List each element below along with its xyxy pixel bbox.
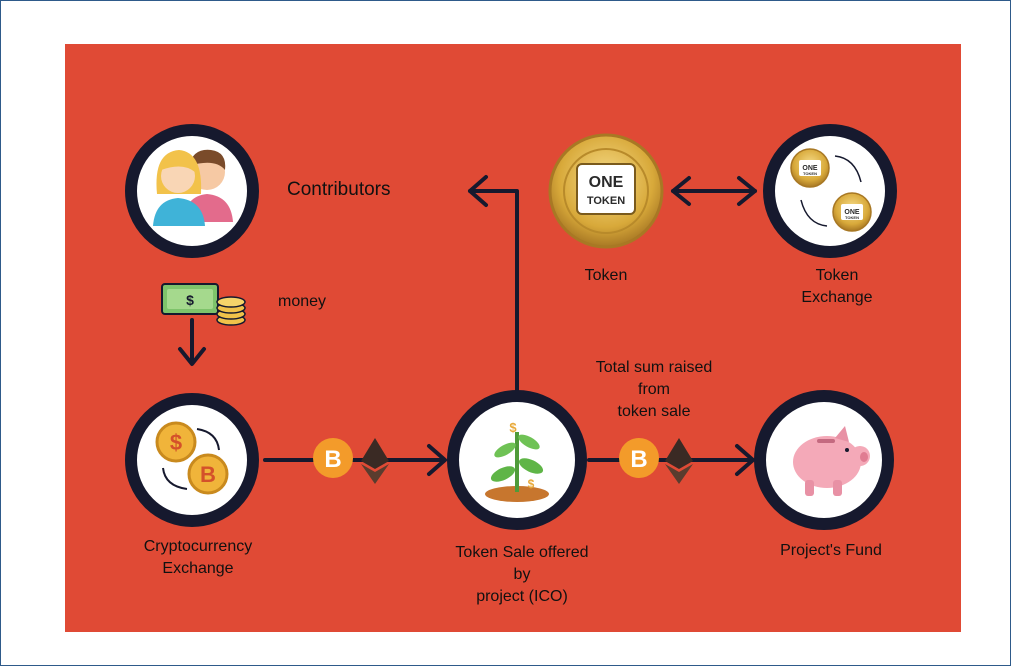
ico-diagram: $ $ B B	[65, 44, 961, 632]
arrow-crypto-to-sale-head	[427, 444, 447, 476]
ethereum-icon	[665, 438, 693, 484]
mini-coin-b-line1: ONE	[844, 209, 860, 216]
svg-text:B: B	[630, 446, 647, 473]
token-sale-node: $ $	[447, 390, 587, 530]
piggy-bank-icon	[793, 426, 870, 496]
svg-text:B: B	[200, 462, 216, 487]
contributors-node	[125, 124, 259, 258]
coin-exchange-icon: ONE TOKEN ONE TOKEN	[790, 148, 872, 232]
ethereum-icon	[361, 438, 389, 484]
contributors-label: Contributors	[287, 179, 391, 200]
gold-coin-icon: ONE TOKEN	[548, 133, 664, 249]
svg-text:$: $	[186, 292, 194, 308]
total-raised-label-line1: Total sum raised	[596, 359, 713, 376]
crypto-exchange-label-line2: Exchange	[162, 560, 233, 577]
project-fund-label: Project's Fund	[780, 542, 882, 559]
token-label: Token	[585, 267, 628, 284]
arrow-sale-to-contributors	[468, 189, 519, 392]
coin-line1: ONE	[589, 174, 624, 191]
crypto-exchange-label-line1: Cryptocurrency	[144, 538, 252, 555]
total-raised-label-line3: token sale	[618, 403, 691, 420]
crypto-exchange-node: $ B	[125, 393, 259, 527]
svg-text:$: $	[509, 420, 517, 435]
bitcoin-icon: B	[313, 438, 353, 478]
svg-text:B: B	[324, 446, 341, 473]
token-sale-label-line2: by	[514, 566, 531, 583]
token-exchange-label-line1: Token	[816, 267, 859, 284]
bitcoin-icon: B	[619, 438, 659, 478]
svg-text:$: $	[528, 477, 535, 491]
connectors	[178, 175, 757, 476]
arrow-money-down-head	[178, 347, 206, 366]
arrow-sale-to-fund-head	[735, 444, 755, 476]
currency-exchange-icon: $ B	[155, 421, 229, 495]
mini-coin-b-line2: TOKEN	[845, 215, 859, 220]
arrow-token-exchange-head-right	[737, 176, 757, 206]
mini-coin-a-line1: ONE	[802, 165, 818, 172]
total-raised-label-line2: from	[638, 381, 670, 398]
token-exchange-label-line2: Exchange	[801, 289, 872, 306]
arrow-token-exchange-head-left	[671, 176, 691, 206]
cash-stack-icon: $	[161, 283, 246, 326]
coin-line2: TOKEN	[587, 195, 625, 207]
mini-coin-a-line2: TOKEN	[803, 171, 817, 176]
arrow-sale-to-contributors-head	[468, 175, 488, 207]
money-label: money	[278, 293, 326, 310]
token-exchange-node: ONE TOKEN ONE TOKEN	[763, 124, 897, 258]
token-sale-label-line1: Token Sale offered	[455, 544, 588, 561]
project-fund-node	[754, 390, 894, 530]
sprouting-plant-icon: $ $	[485, 420, 549, 502]
svg-text:$: $	[170, 430, 182, 455]
token-sale-label-line3: project (ICO)	[476, 588, 568, 605]
people-icon	[153, 149, 233, 226]
